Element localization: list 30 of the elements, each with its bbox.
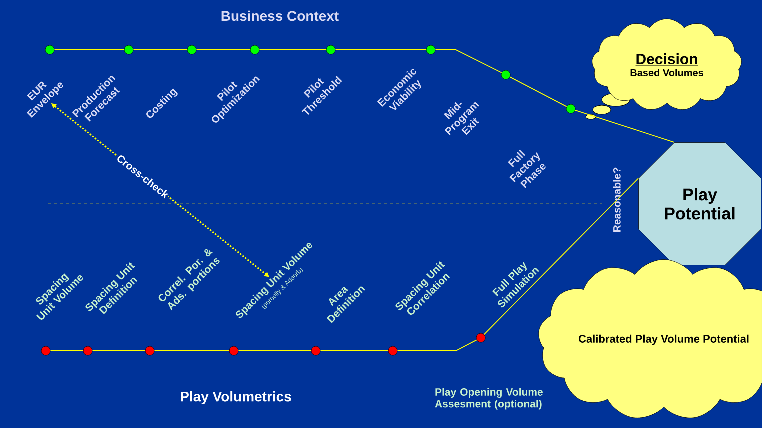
connector-line xyxy=(238,350,312,352)
connector-line xyxy=(397,340,478,352)
dot-marker xyxy=(566,104,576,114)
rotated-label: Reasonable? xyxy=(613,168,621,232)
dot-marker xyxy=(124,45,134,55)
octagon-box: Play Potential xyxy=(638,142,762,266)
heading: Play Volumetrics xyxy=(181,391,292,405)
connector-line xyxy=(510,76,568,108)
dot-marker xyxy=(501,70,511,80)
dot-marker xyxy=(187,45,197,55)
dot-marker xyxy=(388,346,398,356)
dot-marker xyxy=(311,346,321,356)
connector-line xyxy=(435,50,502,74)
dot-marker xyxy=(326,45,336,55)
dot-marker xyxy=(83,346,93,356)
connector-line xyxy=(50,350,84,352)
connector-line xyxy=(320,350,389,352)
dot-marker xyxy=(476,333,486,343)
thought-cloud: Decision Based Volumes xyxy=(586,18,742,120)
dot-marker xyxy=(426,45,436,55)
connector-line xyxy=(154,350,230,352)
dot-marker xyxy=(45,45,55,55)
connector-line xyxy=(575,110,675,143)
dot-marker xyxy=(41,346,51,356)
dot-marker xyxy=(229,346,239,356)
dot-marker xyxy=(145,346,155,356)
connector-line xyxy=(92,350,146,352)
connector-line xyxy=(484,178,639,336)
heading: Business Context xyxy=(222,10,339,22)
dot-marker xyxy=(250,45,260,55)
